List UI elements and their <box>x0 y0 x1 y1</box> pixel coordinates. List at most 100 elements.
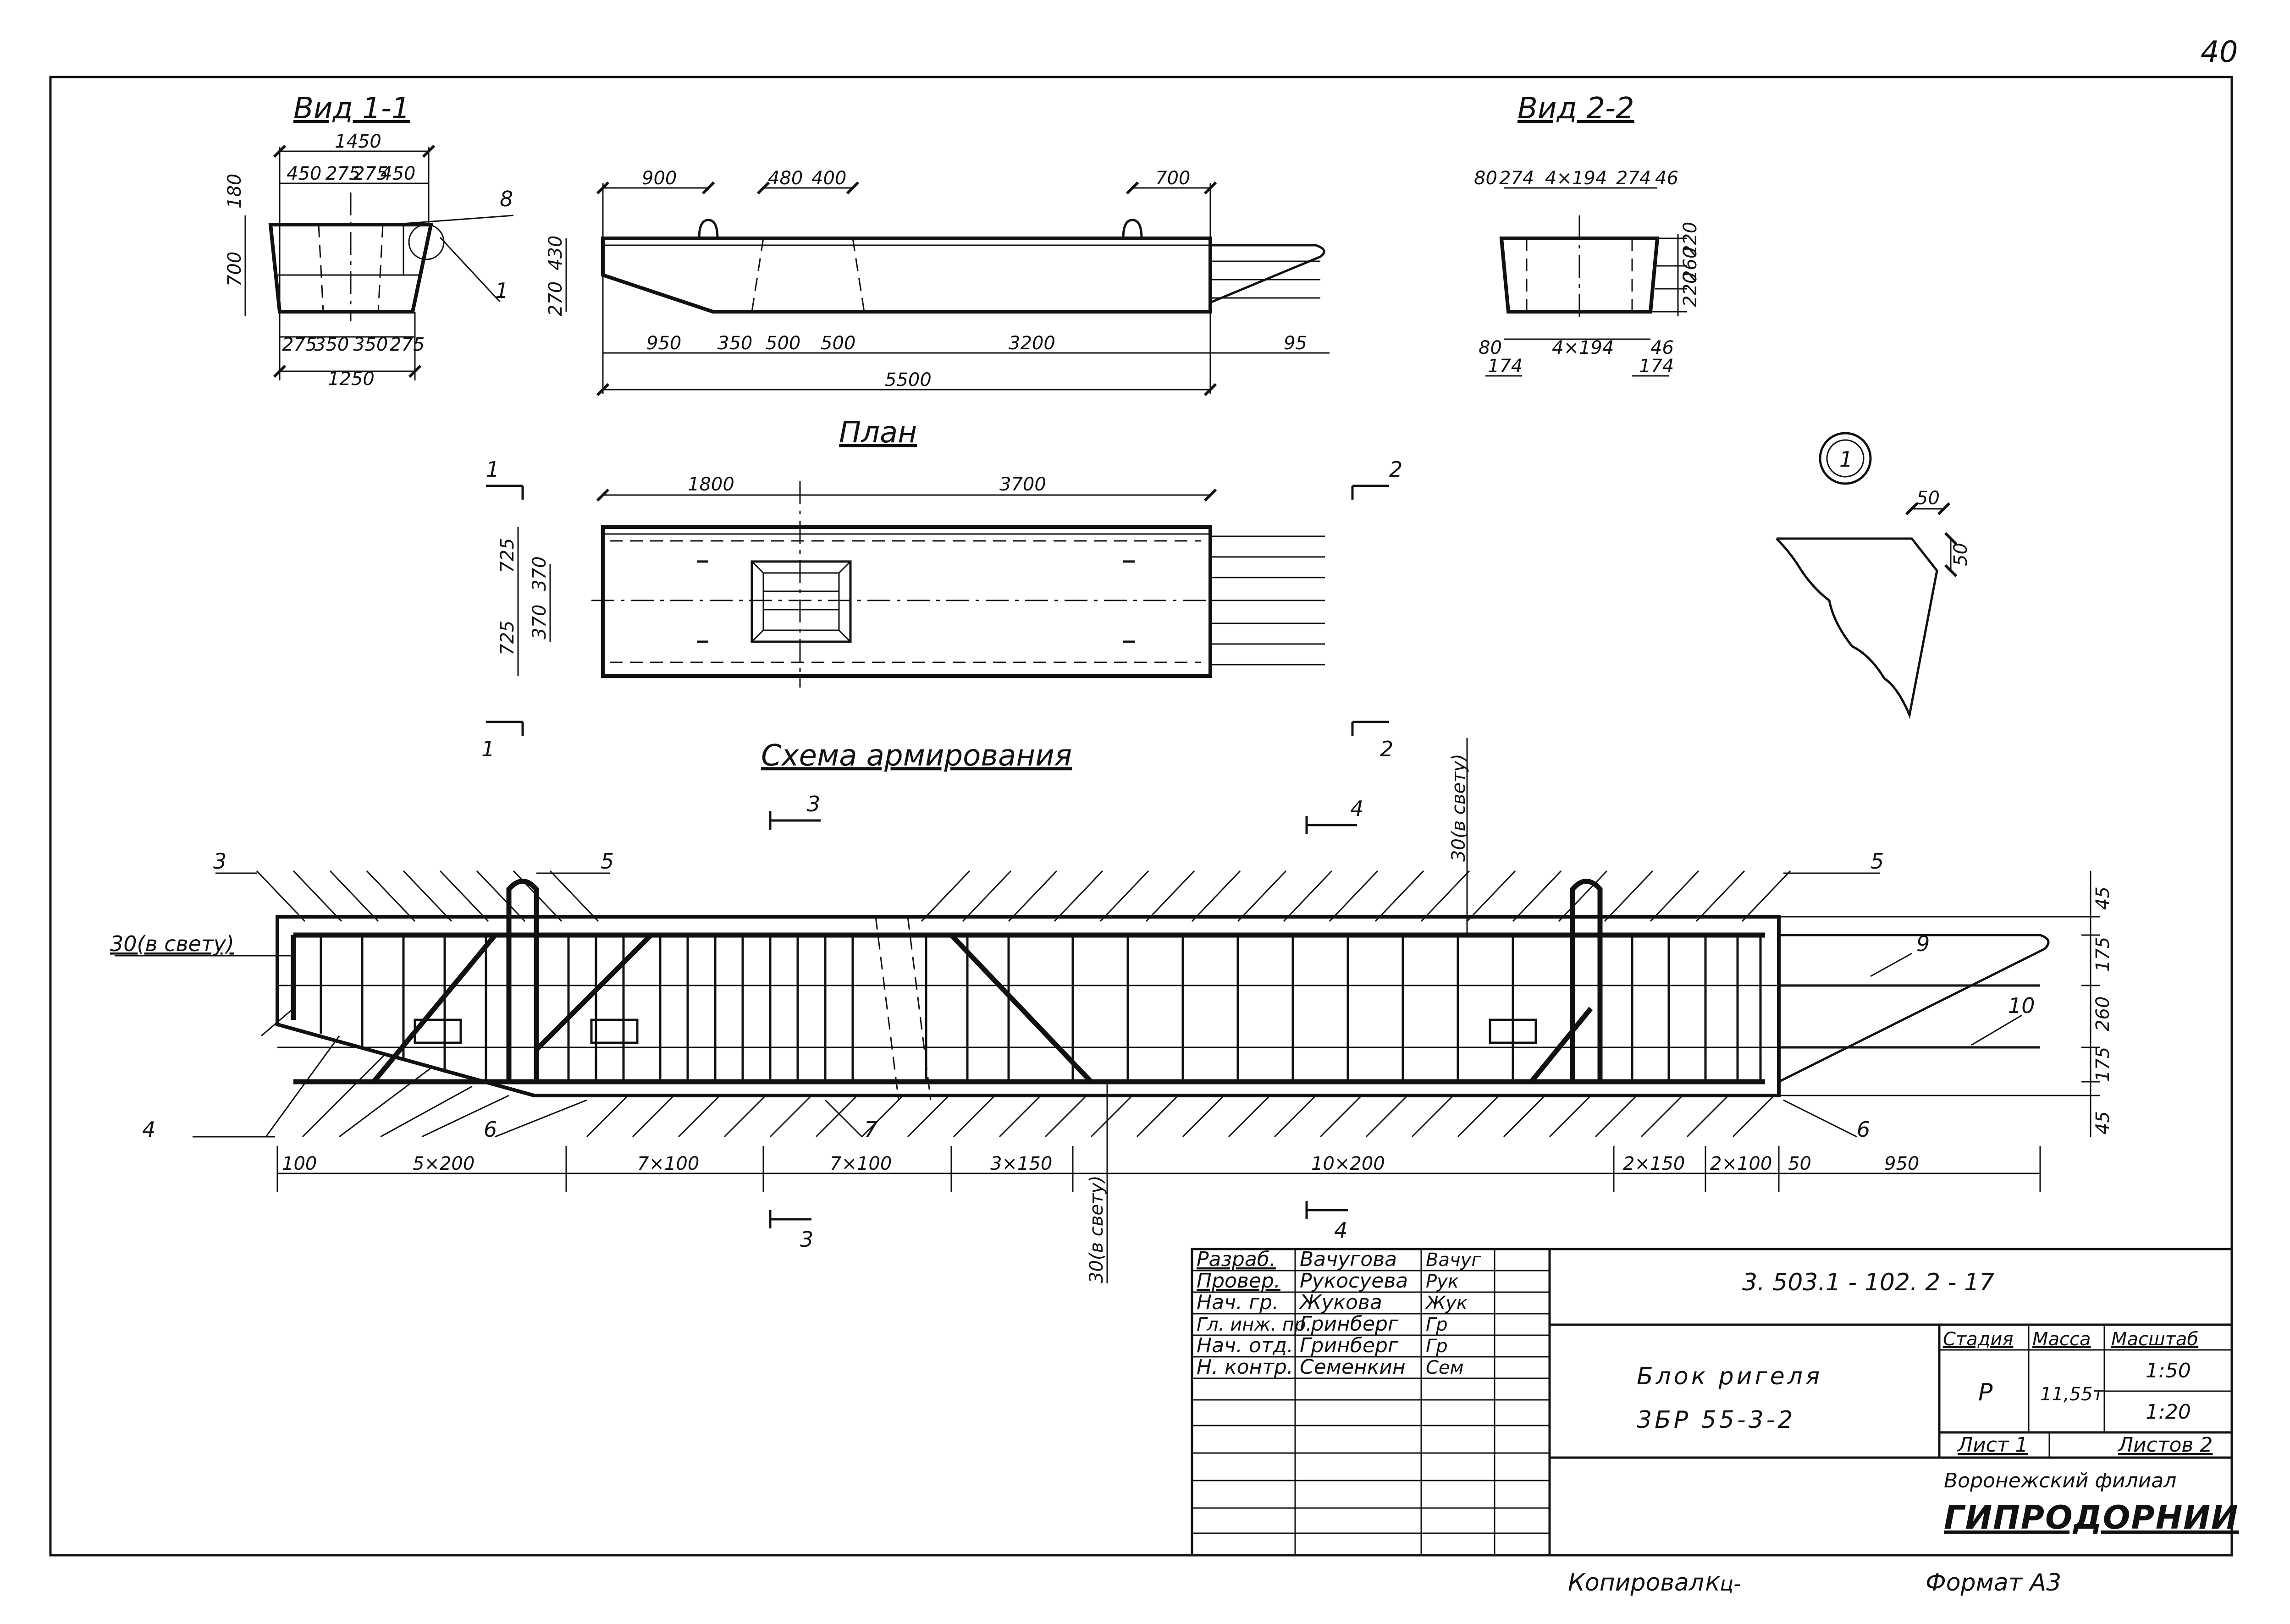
tb-role-chief-engineer: Гл. инж. пр. <box>1197 1314 1312 1335</box>
view-1-1-title: Вид 1-1 <box>293 92 410 126</box>
section-mark-3-bottom: 3 <box>800 1227 813 1252</box>
dim-3700: 3700 <box>999 474 1046 495</box>
dim-45-top: 45 <box>2092 886 2113 910</box>
tb-sign-chief-engineer: Гр <box>1426 1314 1448 1335</box>
position-mark-6-right: 6 <box>1857 1117 1870 1142</box>
tb-org-name: ГИПРОДОРНИИ <box>1944 1499 2239 1536</box>
footer-copied-sign: Кц- <box>1705 1572 1741 1596</box>
tb-org-branch: Воронежский филиал <box>1944 1469 2176 1492</box>
detail-1-label: 1 <box>1839 447 1853 472</box>
tb-name-checked: Рукосуева <box>1300 1269 1408 1293</box>
dim-725-a: 725 <box>497 538 518 573</box>
hatching-top <box>256 870 1791 922</box>
dim-5x200: 5×200 <box>413 1153 475 1174</box>
dim-175-top: 175 <box>2092 937 2113 972</box>
section-mark-3-top: 3 <box>807 792 820 816</box>
dim-4x194-a: 4×194 <box>1545 168 1607 189</box>
dim-725-b: 725 <box>497 621 518 655</box>
dim-50: 50 <box>1788 1153 1811 1174</box>
dim-500-b: 500 <box>821 333 855 354</box>
dim-80-b: 80 <box>1479 337 1502 358</box>
dim-4x194-b: 4×194 <box>1552 337 1614 358</box>
tb-name-developed: Вачугова <box>1300 1248 1397 1271</box>
clear-note-bottom: 30(в свету) <box>1086 1175 1107 1283</box>
reinforcement-scheme: Схема армирования <box>110 738 2113 1283</box>
stirrups <box>320 935 1762 1082</box>
plan-view: План 1800 37 <box>481 416 1402 761</box>
dim-270: 270 <box>545 281 566 316</box>
view-2-2: Вид 2-2 80 274 4×194 274 46 220 260 220 … <box>1474 92 1701 377</box>
dim-7x100-b: 7×100 <box>830 1153 892 1174</box>
tb-scale-2: 1:20 <box>2146 1400 2191 1424</box>
position-mark-6-left: 6 <box>484 1117 497 1142</box>
dim-275-c: 275 <box>282 334 317 355</box>
dim-275-d: 275 <box>390 334 425 355</box>
tb-mass-label: Масса <box>2032 1329 2091 1350</box>
tb-stage: Р <box>1978 1379 1993 1406</box>
dim-45-bottom: 45 <box>2092 1111 2113 1134</box>
dim-350-a: 350 <box>314 334 349 355</box>
dim-7x100-a: 7×100 <box>637 1153 699 1174</box>
dim-370-a: 370 <box>529 556 550 591</box>
dim-260: 260 <box>2092 996 2113 1031</box>
elevation-view: 900 480 400 700 270 430 950 350 500 500 … <box>545 168 1330 396</box>
dim-450-a: 450 <box>287 163 321 184</box>
section-mark-2-top: 2 <box>1389 457 1402 482</box>
dim-180: 180 <box>224 174 245 209</box>
tb-scale-label: Масштаб <box>2111 1329 2198 1350</box>
tb-item-code: 3БР 55-3-2 <box>1637 1406 1796 1434</box>
sheet-frame <box>49 76 2233 1557</box>
view-1-1: Вид 1-1 1450 450 275 275 450 275 350 350… <box>224 92 514 390</box>
footer-format: Формат А3 <box>1926 1569 2061 1596</box>
dim-2x100: 2×100 <box>1710 1153 1772 1174</box>
plan-title: План <box>839 416 917 450</box>
title-block: Разраб. Вачугова Вачуг Провер. Рукосуева… <box>1191 1248 2239 1557</box>
dim-274-a: 274 <box>1499 168 1534 189</box>
tb-role-developed: Разраб. <box>1197 1248 1276 1271</box>
page-number: 40 <box>2201 35 2238 69</box>
dim-400: 400 <box>811 168 846 189</box>
tb-sheets: Листов 2 <box>2117 1433 2213 1457</box>
tb-item-name: Блок ригеля <box>1637 1363 1822 1390</box>
tb-name-norm-control: Семенкин <box>1300 1355 1406 1379</box>
tb-mass: 11,55т <box>2040 1384 2104 1405</box>
dim-950: 950 <box>646 333 681 354</box>
tb-scale-1: 1:50 <box>2146 1359 2191 1382</box>
dim-450-b: 450 <box>381 163 415 184</box>
dim-46-b: 46 <box>1650 337 1674 358</box>
position-mark-5-right: 5 <box>1871 849 1884 874</box>
dim-220-b: 220 <box>1680 272 1701 307</box>
detail-1: 1 50 50 <box>1776 432 1971 719</box>
section-mark-4-bottom: 4 <box>1334 1218 1347 1243</box>
tb-stage-label: Стадия <box>1943 1329 2013 1350</box>
dim-50-b: 50 <box>1950 543 1971 566</box>
clear-note-left: 30(в свету) <box>110 931 234 956</box>
dim-350-b: 350 <box>353 334 388 355</box>
dim-500-a: 500 <box>766 333 800 354</box>
mark-1: 1 <box>495 278 508 303</box>
tb-role-dept-head: Нач. отд. <box>1197 1334 1293 1357</box>
position-mark-4: 4 <box>142 1117 155 1142</box>
position-mark-3: 3 <box>213 849 226 874</box>
dim-220-a: 220 <box>1680 222 1701 257</box>
dim-174-a: 174 <box>1488 356 1523 377</box>
tb-doc-code: 3. 503.1 - 102. 2 - 17 <box>1742 1269 1994 1296</box>
tb-name-group-head: Жукова <box>1298 1291 1382 1314</box>
dim-430: 430 <box>545 236 566 270</box>
dim-350: 350 <box>717 333 752 354</box>
dim-700: 700 <box>224 252 245 286</box>
dim-174-b: 174 <box>1639 356 1674 377</box>
position-mark-9: 9 <box>1916 931 1930 956</box>
tb-name-chief-engineer: Гринберг <box>1300 1312 1399 1336</box>
tb-sign-group-head: Жук <box>1424 1293 1468 1314</box>
dim-370-b: 370 <box>529 605 550 639</box>
tb-role-group-head: Нач. гр. <box>1197 1291 1279 1314</box>
dim-175-bottom: 175 <box>2092 1047 2113 1082</box>
section-mark-4-top: 4 <box>1350 796 1363 821</box>
dim-3200: 3200 <box>1009 333 1055 354</box>
footer-copied: Копировал <box>1568 1569 1704 1596</box>
tb-role-checked: Провер. <box>1197 1269 1280 1293</box>
tb-sign-dept-head: Гр <box>1426 1336 1448 1357</box>
dim-2x150: 2×150 <box>1623 1153 1685 1174</box>
